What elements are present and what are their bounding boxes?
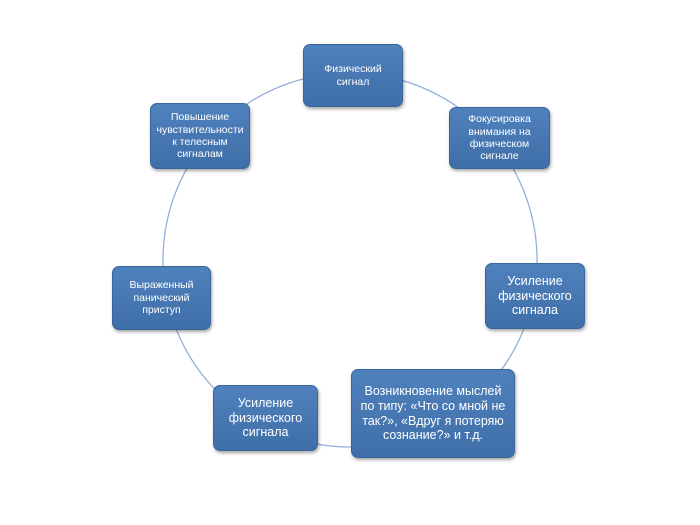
node-label: Физический сигнал xyxy=(324,63,382,88)
node-label: Повышение чувствительности к телесным си… xyxy=(156,111,244,161)
cycle-node-panic-attack: Выраженный панический приступ xyxy=(112,266,211,330)
node-label: Фокусировка внимания на физическом сигна… xyxy=(468,113,531,163)
cycle-node-attention-focus: Фокусировка внимания на физическом сигна… xyxy=(449,107,550,169)
cycle-node-anxious-thoughts: Возникновение мыслей по типу: «Что со мн… xyxy=(351,369,515,458)
cycle-node-signal-amplification-2: Усиление физического сигнала xyxy=(213,385,318,451)
cycle-node-physical-signal: Физический сигнал xyxy=(303,44,403,107)
node-label: Усиление физического сигнала xyxy=(498,273,572,318)
cycle-node-signal-amplification: Усиление физического сигнала xyxy=(485,263,585,329)
cycle-node-increased-sensitivity: Повышение чувствительности к телесным си… xyxy=(150,103,250,169)
node-label: Возникновение мыслей по типу: «Что со мн… xyxy=(360,384,506,443)
node-label: Выраженный панический приступ xyxy=(129,279,194,317)
node-label: Усиление физического сигнала xyxy=(228,395,303,440)
